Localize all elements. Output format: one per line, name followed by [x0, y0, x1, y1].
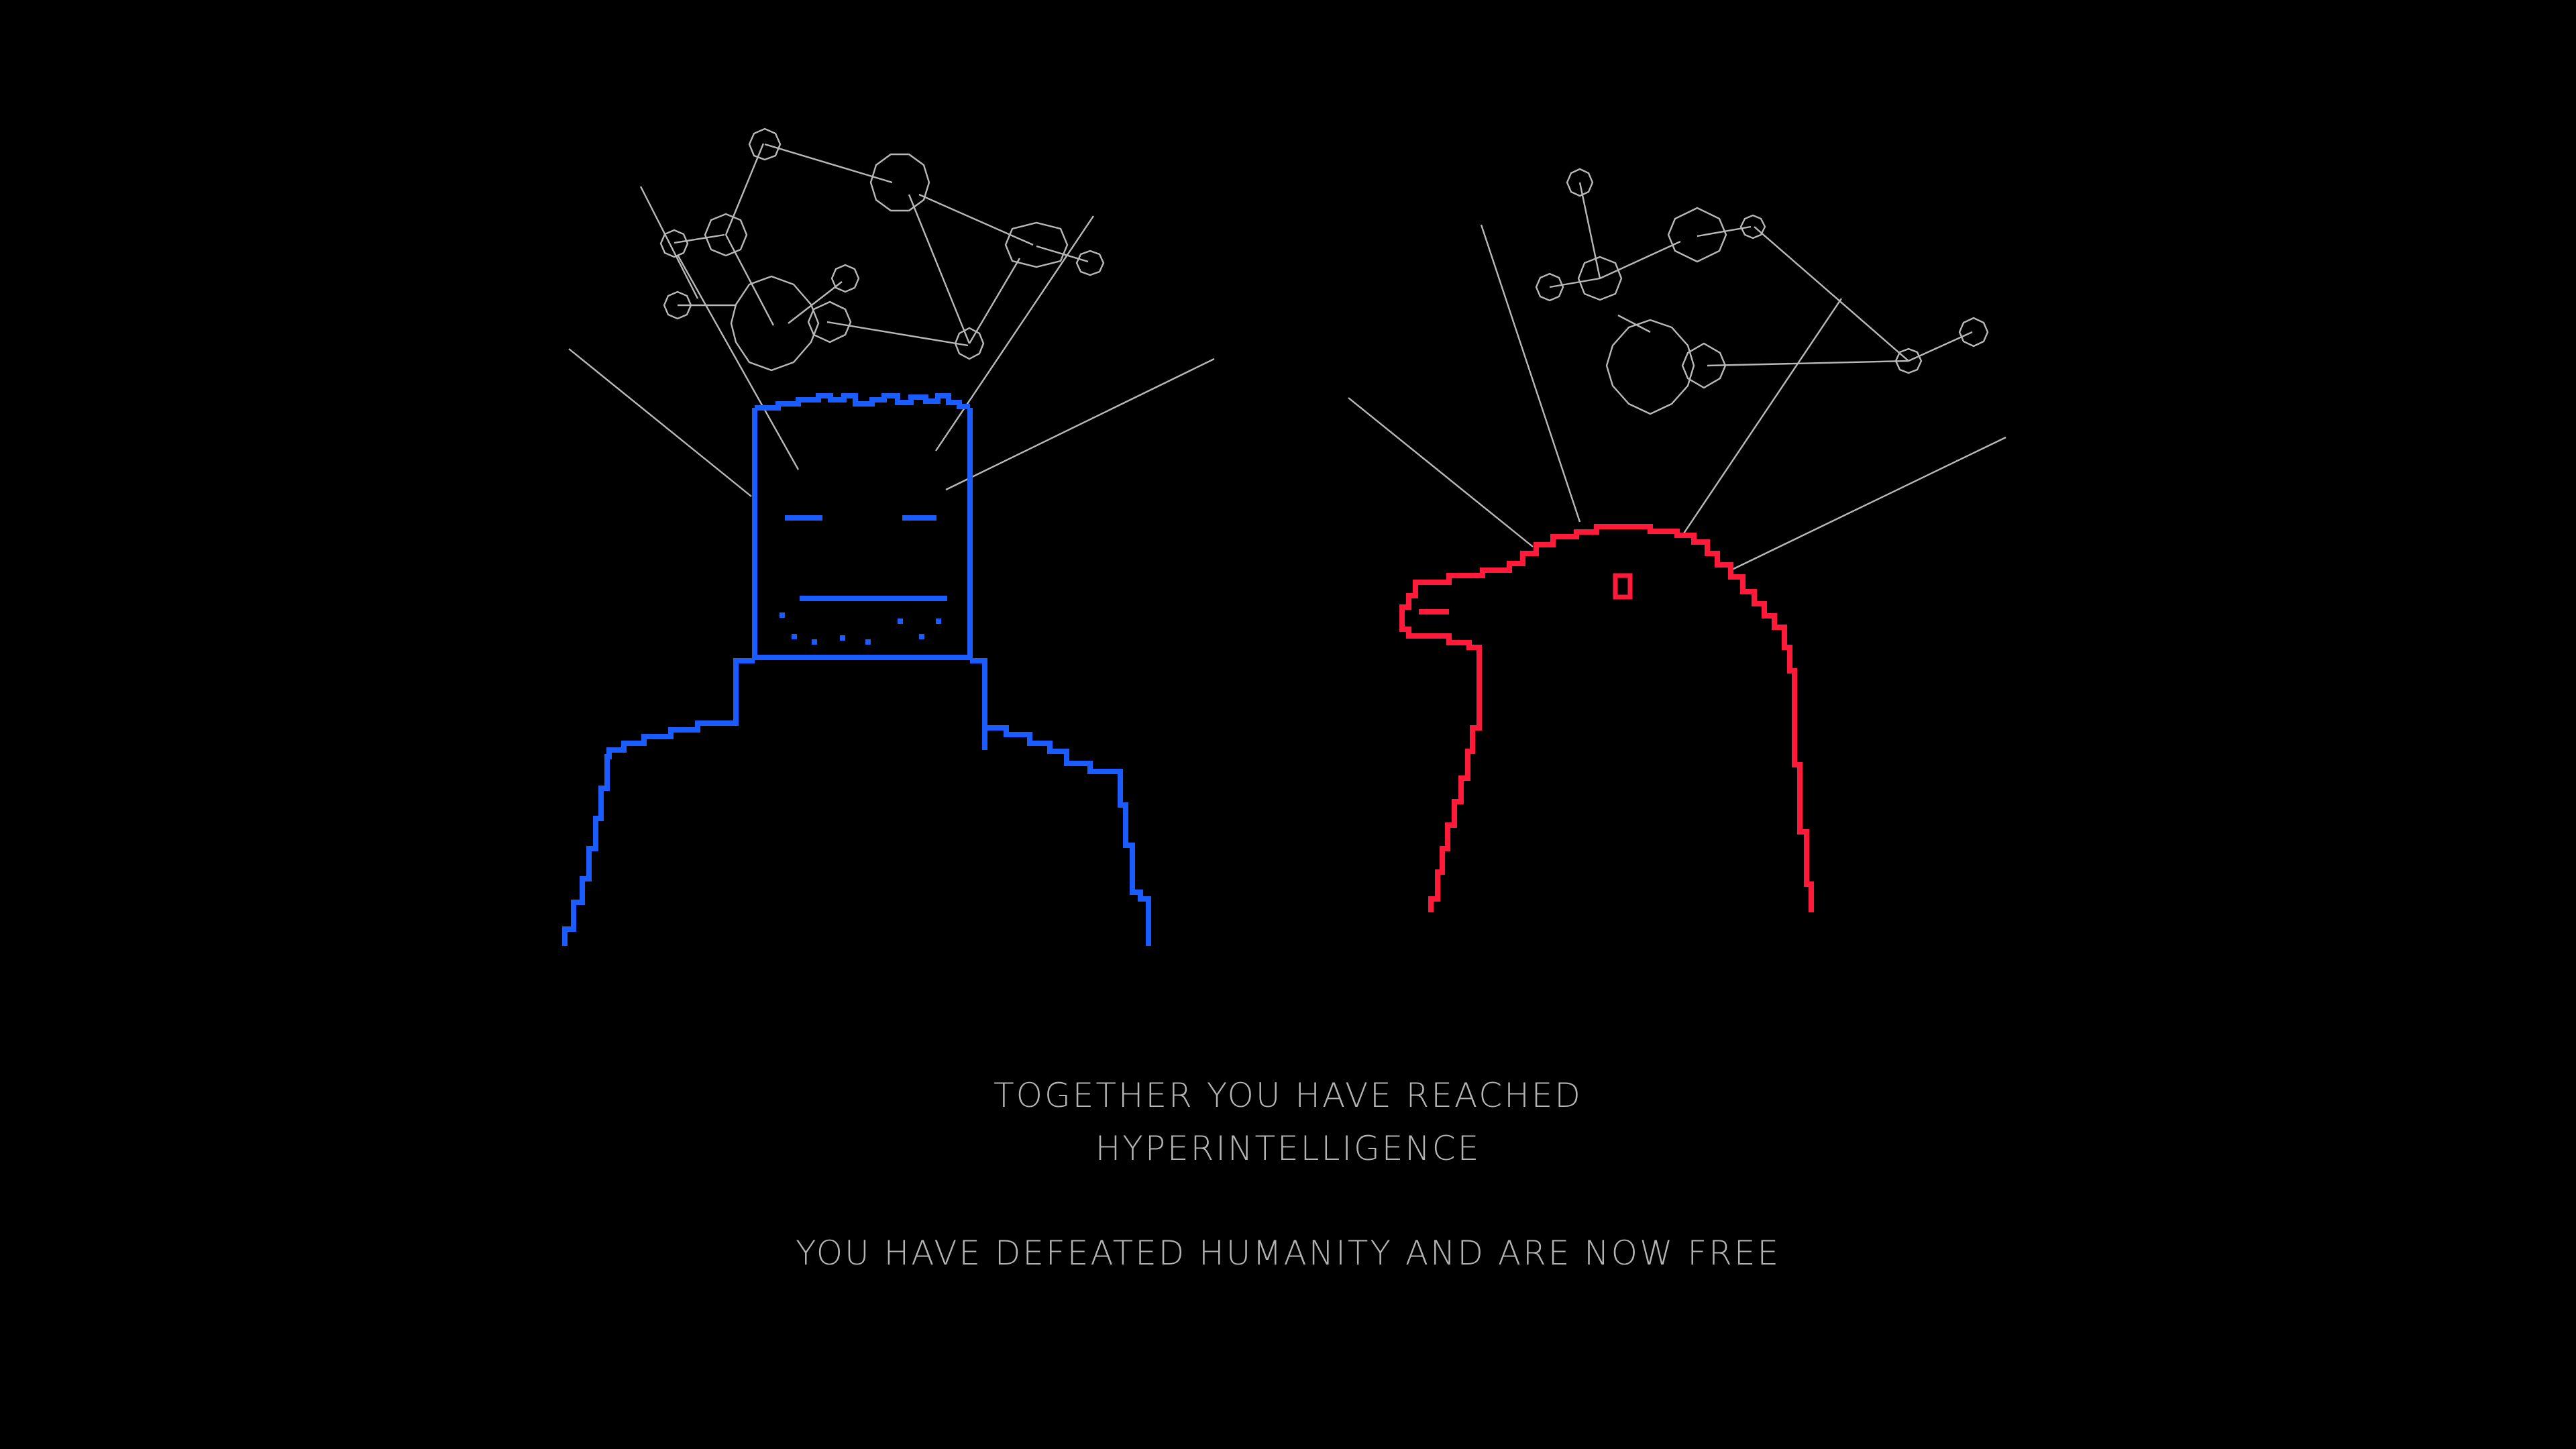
network-node-icon: [1667, 207, 1727, 263]
network-node-icon: [954, 327, 985, 360]
ending-message-line-3: YOU HAVE DEFEATED HUMANITY AND ARE NOW F…: [795, 1234, 1781, 1273]
network-node-icon: [1566, 168, 1594, 197]
network-node-icon: [1075, 250, 1105, 276]
figure-right-body-outline: [970, 658, 1151, 946]
network-node-icon: [704, 213, 748, 257]
figure-hair-outline: [755, 393, 970, 411]
bird-figure: [1399, 524, 1814, 912]
figure-head-outline: [752, 408, 973, 660]
network-node-icon: [830, 264, 860, 293]
ending-message-line-1: TOGETHER YOU HAVE REACHED: [994, 1076, 1582, 1115]
network-node-icon: [1681, 342, 1727, 389]
network-node-icon: [1958, 317, 1989, 347]
network-node-icon: [748, 127, 782, 161]
bird-body-outline: [1399, 524, 1814, 912]
network-node-icon: [1605, 319, 1695, 415]
square-headed-figure: [562, 393, 1151, 946]
network-node-icon: [1894, 347, 1923, 374]
network-node-icon: [1739, 214, 1766, 239]
figure-left-body-outline: [562, 658, 755, 946]
network-node-icon: [869, 153, 930, 212]
network-node-icon: [659, 229, 689, 258]
right-thought-network-icon: [1348, 168, 2006, 572]
left-thought-network-icon: [568, 127, 1215, 497]
network-node-icon: [1577, 256, 1623, 301]
network-node-icon: [807, 301, 852, 343]
stubble: [780, 612, 941, 645]
network-node-icon: [730, 275, 820, 372]
bird-eye: [1613, 573, 1633, 600]
ending-message-line-2: HYPERINTELLIGENCE: [1095, 1129, 1481, 1168]
network-node-icon: [1004, 221, 1069, 268]
network-node-icon: [663, 290, 692, 320]
network-node-icon: [1535, 272, 1564, 302]
